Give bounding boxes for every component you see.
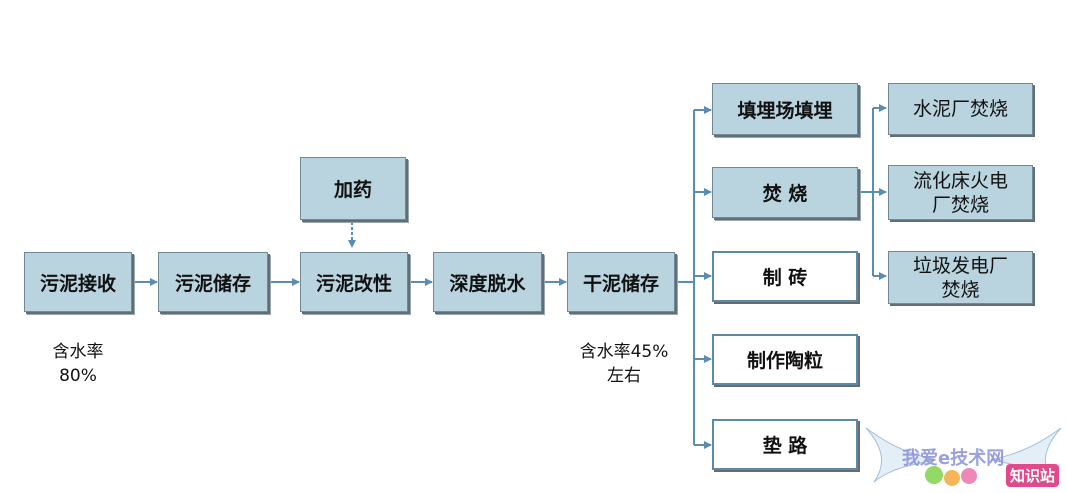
watermark: 我爱e技术网 知识站 xyxy=(856,420,1066,493)
process-label-dry-store: 干泥储存 xyxy=(582,272,659,295)
destination-box-brick: 制 砖 xyxy=(712,251,858,302)
process-label-dewater: 深度脱水 xyxy=(449,272,526,295)
moisture-initial-label: 含水率 xyxy=(52,342,104,362)
process-label-store: 污泥储存 xyxy=(174,272,251,295)
incineration-label-waste-power-line2: 焚烧 xyxy=(941,278,980,301)
process-label-modify: 污泥改性 xyxy=(315,272,392,295)
destination-box-ceramsite: 制作陶粒 xyxy=(712,334,858,385)
process-box-receive: 污泥接收 xyxy=(24,252,132,312)
process-box-modify: 污泥改性 xyxy=(300,252,408,312)
watermark-badge: 知识站 xyxy=(1006,464,1060,487)
destination-label-ceramsite: 制作陶粒 xyxy=(746,350,823,372)
destination-label-incinerate: 焚 烧 xyxy=(762,183,808,205)
incineration-box-fluidized: 流化床火电 厂焚烧 xyxy=(888,165,1033,220)
moisture-note-initial: 含水率 80% xyxy=(30,340,126,388)
destination-label-road: 垫 路 xyxy=(762,435,808,457)
destination-label-brick: 制 砖 xyxy=(762,267,808,289)
moisture-final-value: 左右 xyxy=(607,366,641,386)
moisture-initial-value: 80% xyxy=(59,366,97,386)
additive-box: 加药 xyxy=(300,157,406,220)
incineration-label-cement: 水泥厂焚烧 xyxy=(912,98,1008,120)
destination-box-road: 垫 路 xyxy=(712,419,858,470)
moisture-note-final: 含水率45% 左右 xyxy=(566,340,682,388)
process-box-dewater: 深度脱水 xyxy=(433,252,542,312)
incineration-box-waste-power: 垃圾发电厂 焚烧 xyxy=(888,251,1033,304)
incineration-label-waste-power-line1: 垃圾发电厂 xyxy=(912,254,1008,277)
watermark-site-name: 我爱e技术网 xyxy=(902,448,1005,469)
incineration-label-fluidized-line1: 流化床火电 xyxy=(912,169,1008,192)
process-box-dry-store: 干泥储存 xyxy=(567,252,675,312)
additive-label: 加药 xyxy=(333,179,372,201)
destination-box-landfill: 填埋场填埋 xyxy=(712,83,858,135)
destination-box-incinerate: 焚 烧 xyxy=(712,167,858,218)
destination-label-landfill: 填埋场填埋 xyxy=(737,99,833,122)
process-box-store: 污泥储存 xyxy=(158,252,268,312)
moisture-final-label: 含水率45% xyxy=(579,342,669,362)
incineration-box-cement: 水泥厂焚烧 xyxy=(888,83,1033,135)
process-label-receive: 污泥接收 xyxy=(39,272,116,295)
incineration-label-fluidized-line2: 厂焚烧 xyxy=(931,193,989,216)
